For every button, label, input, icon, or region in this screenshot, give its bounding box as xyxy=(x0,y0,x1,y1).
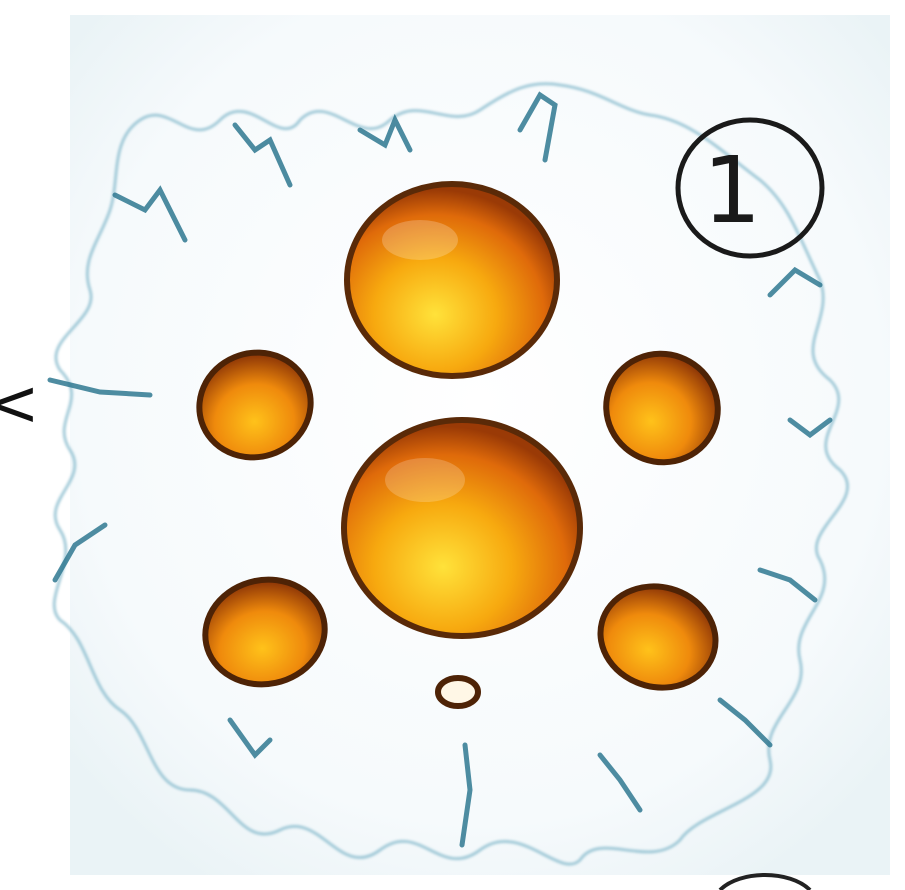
large-orb-top xyxy=(347,184,557,376)
edge-glyph-left: < xyxy=(0,367,40,441)
small-ring-icon xyxy=(438,678,478,706)
large-orb-bottom xyxy=(344,420,580,636)
bottom-edge-fragments xyxy=(720,875,810,890)
number-label: 1 xyxy=(703,137,762,244)
